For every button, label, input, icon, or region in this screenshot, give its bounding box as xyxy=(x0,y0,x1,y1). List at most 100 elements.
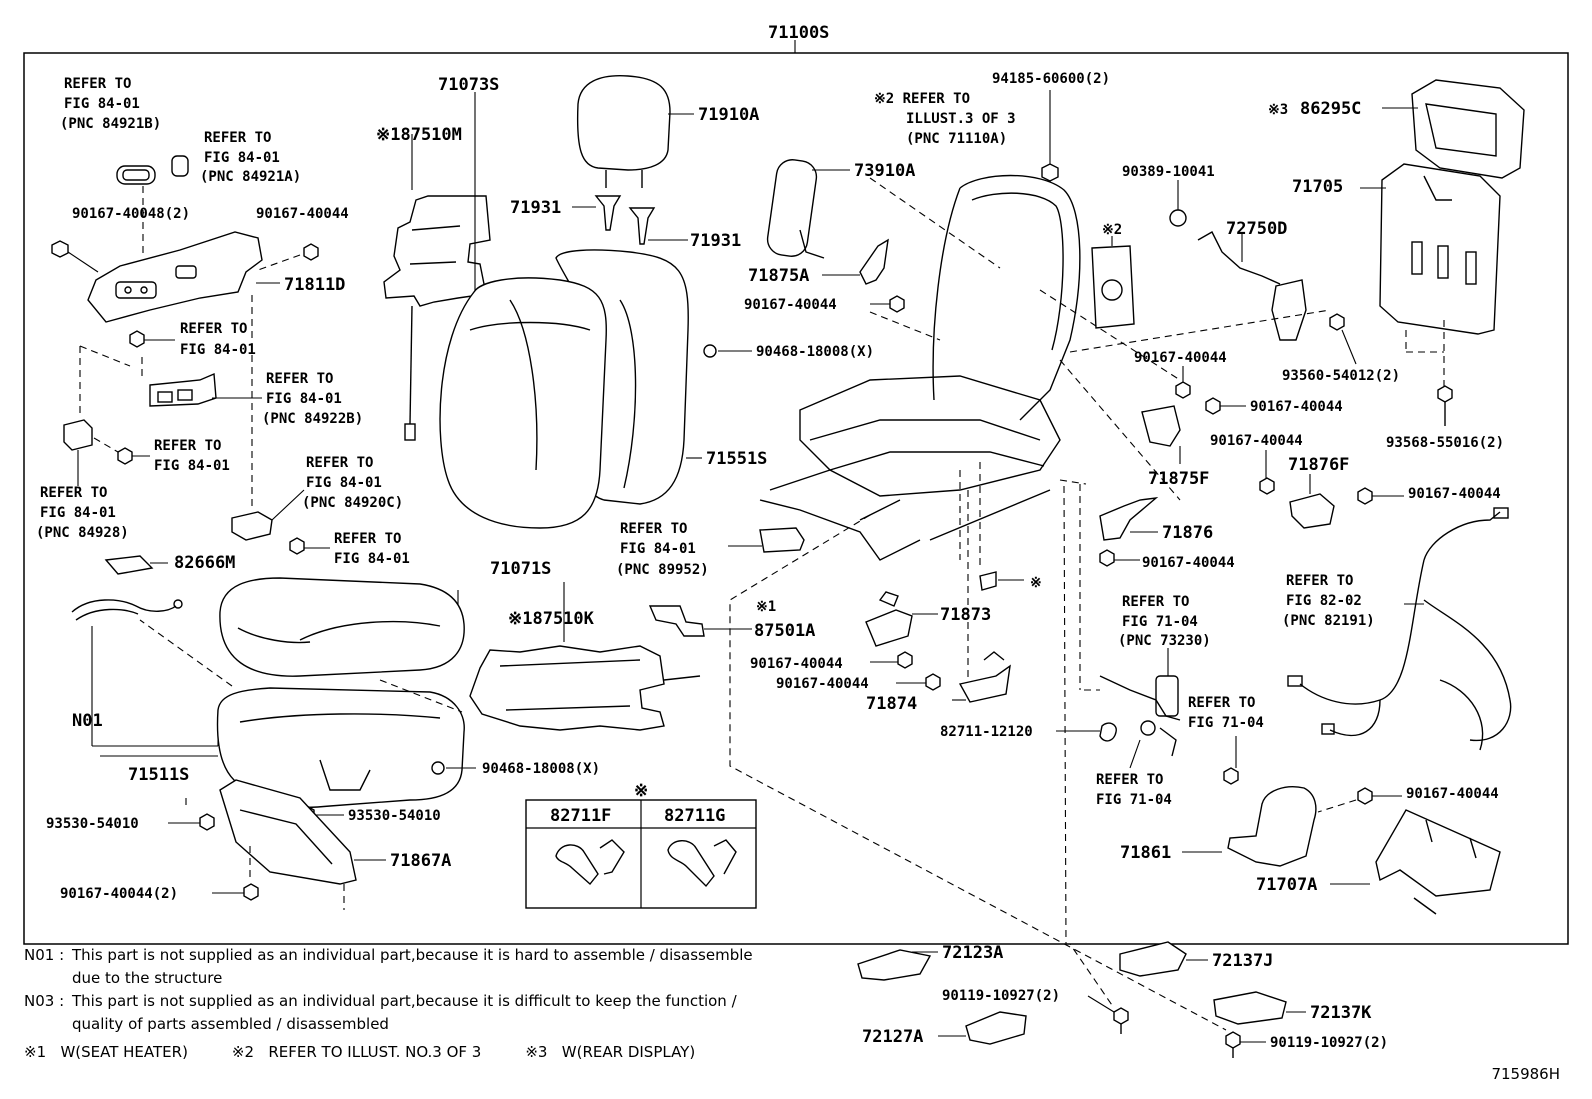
heater-87510K[interactable] xyxy=(469,645,701,731)
callout[interactable]: 71511S xyxy=(128,765,189,785)
headrest-71910A[interactable] xyxy=(576,75,694,188)
callout[interactable]: 90167-40044 xyxy=(1408,486,1501,502)
callout[interactable]: 90468-18008(X) xyxy=(482,761,600,777)
callout[interactable]: REFER TO xyxy=(266,371,333,387)
heater-87510M[interactable] xyxy=(383,195,491,441)
callout[interactable]: FIG 84-01 xyxy=(266,391,342,407)
cover-72123A[interactable] xyxy=(857,949,938,981)
callout[interactable]: REFER TO xyxy=(1096,772,1163,788)
callout[interactable]: 71874 xyxy=(866,694,917,714)
callout[interactable]: 71876F xyxy=(1288,455,1349,475)
screw-90167-40044-b[interactable] xyxy=(870,295,905,313)
back-cover-71073S[interactable] xyxy=(439,277,607,529)
cover-71861[interactable] xyxy=(1182,786,1317,867)
callout[interactable]: 90167-40044 xyxy=(1142,555,1235,571)
callout[interactable]: ※3 xyxy=(1268,102,1288,118)
callout[interactable]: REFER TO xyxy=(40,485,107,501)
callout[interactable]: 90389-10041 xyxy=(1122,164,1215,180)
cover-72137K[interactable] xyxy=(1213,991,1306,1025)
callout[interactable]: (PNC 84921B) xyxy=(60,116,161,132)
callout[interactable]: ILLUST.3 OF 3 xyxy=(906,111,1016,127)
bolt-90119-a[interactable] xyxy=(1087,995,1129,1034)
callout[interactable]: FIG 84-01 xyxy=(306,475,382,491)
callout[interactable]: REFER TO xyxy=(334,531,401,547)
clip-note[interactable] xyxy=(979,571,1024,591)
cushion-cover-71071S[interactable] xyxy=(219,577,465,677)
callout[interactable]: REFER TO xyxy=(1122,594,1189,610)
callout[interactable]: ※187510K xyxy=(508,609,595,629)
callout[interactable]: REFER TO xyxy=(154,438,221,454)
callout[interactable]: 71707A xyxy=(1256,875,1317,895)
front-cover-71867A[interactable] xyxy=(219,779,386,885)
harness-82191[interactable] xyxy=(1287,507,1512,751)
callout[interactable]: REFER TO xyxy=(64,76,131,92)
callout[interactable]: 90167-40044 xyxy=(1406,786,1499,802)
pad-clip-90468-b[interactable] xyxy=(431,761,476,775)
nut-71-04[interactable] xyxy=(1223,736,1239,785)
callout[interactable]: REFER TO xyxy=(306,455,373,471)
callout[interactable]: ※2 xyxy=(1102,222,1122,238)
callout[interactable]: 90167-40044 xyxy=(1210,433,1303,449)
callout[interactable]: REFER TO xyxy=(180,321,247,337)
callout[interactable]: 93530-54010 xyxy=(348,808,441,824)
callout[interactable]: 71931 xyxy=(690,231,741,251)
callout[interactable]: (PNC 71110A) xyxy=(906,131,1007,147)
screw-90167-40044-g[interactable] xyxy=(1357,487,1404,505)
callout[interactable]: 72750D xyxy=(1226,219,1287,239)
callout[interactable]: 71875A xyxy=(748,266,809,286)
loose-label[interactable]: 90119-10927(2) xyxy=(942,988,1060,1004)
loose-label[interactable]: 72137J xyxy=(1212,951,1273,971)
callout[interactable]: 90167-40044 xyxy=(256,206,349,222)
callout[interactable]: (PNC 82191) xyxy=(1282,613,1375,629)
callout[interactable]: ※1 xyxy=(756,599,776,615)
screw-84-01-a[interactable] xyxy=(129,330,175,348)
callout[interactable]: 71931 xyxy=(510,198,561,218)
bracket-71873[interactable] xyxy=(865,591,938,647)
callout[interactable]: 71875F xyxy=(1148,469,1209,489)
callout[interactable]: 82711-12120 xyxy=(940,724,1033,740)
nut-94185-60600[interactable] xyxy=(1041,90,1059,182)
callout[interactable]: (PNC 89952) xyxy=(616,562,709,578)
clip-82711F-image[interactable] xyxy=(555,839,625,886)
airbag-73910A[interactable] xyxy=(766,158,850,259)
cover-72127A[interactable] xyxy=(938,1011,1027,1045)
callout[interactable]: 71876 xyxy=(1162,523,1213,543)
grommet-90389-10041[interactable] xyxy=(1169,180,1187,227)
screw-90167-40044-j[interactable] xyxy=(896,673,941,691)
switch-84920C[interactable] xyxy=(231,489,305,541)
screw-90167-40044-k[interactable] xyxy=(1317,787,1402,813)
callout[interactable]: 71861 xyxy=(1120,843,1171,863)
cover-71707A[interactable] xyxy=(1330,809,1501,915)
clip-82711G-image[interactable] xyxy=(667,839,737,888)
mechanism-note2[interactable] xyxy=(1091,236,1135,329)
bracket-71875F[interactable] xyxy=(1141,405,1181,464)
callout[interactable]: 90167-40044 xyxy=(750,656,843,672)
callout[interactable]: FIG 71-04 xyxy=(1096,792,1172,808)
callout[interactable]: 94185-60600(2) xyxy=(992,71,1110,87)
pad-clip-90468-a[interactable] xyxy=(703,344,752,358)
callout[interactable]: 93530-54010 xyxy=(46,816,139,832)
switch-knob-84921B[interactable] xyxy=(116,165,156,185)
callout[interactable]: 71867A xyxy=(390,851,451,871)
callout[interactable]: REFER TO xyxy=(1286,573,1353,589)
callout[interactable]: 90167-40044 xyxy=(1134,350,1227,366)
callout[interactable]: (PNC 84922B) xyxy=(262,411,363,427)
callout[interactable]: REFER TO xyxy=(1188,695,1255,711)
clip-82666M[interactable] xyxy=(104,555,168,575)
spacer-71-04[interactable] xyxy=(1129,720,1156,769)
screw-90167-40044-d[interactable] xyxy=(1175,366,1191,399)
module-89952[interactable] xyxy=(728,527,805,553)
callout[interactable]: ※2 REFER TO xyxy=(874,91,970,107)
callout[interactable]: 90468-18008(X) xyxy=(756,344,874,360)
cushion-pad-71511S[interactable] xyxy=(216,687,465,809)
loose-label[interactable]: 72137K xyxy=(1310,1003,1372,1023)
callout[interactable]: REFER TO xyxy=(620,521,687,537)
callout[interactable]: 82666M xyxy=(174,553,235,573)
callout[interactable]: 71071S xyxy=(490,559,551,579)
bracket-71876F[interactable] xyxy=(1289,474,1335,529)
screw-90167-40044-f[interactable] xyxy=(1259,450,1275,495)
callout[interactable]: REFER TO xyxy=(204,130,271,146)
callout[interactable]: FIG 71-04 xyxy=(1188,715,1264,731)
callout[interactable]: FIG 84-01 xyxy=(204,150,280,166)
callout[interactable]: 93560-54012(2) xyxy=(1282,368,1400,384)
